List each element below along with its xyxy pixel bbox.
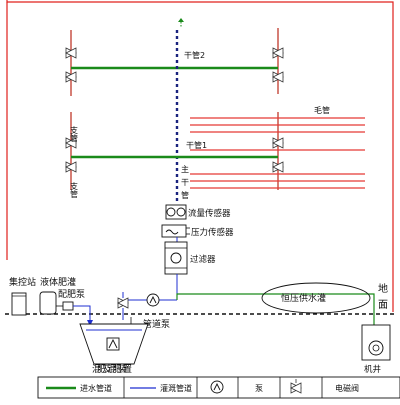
dosing-pump-icon <box>56 301 74 311</box>
legend-label-irrigation: 灌溉管道 <box>160 383 192 393</box>
flow-sensor-label: 流量传感器 <box>188 208 231 219</box>
main-pipe-char-2: 干 <box>181 178 189 187</box>
valve-icon <box>272 137 284 149</box>
filter-icon <box>164 241 188 275</box>
liquid-tank-icon <box>39 291 57 315</box>
trunk1-label: 干管1 <box>186 140 207 150</box>
ground-label-2: 面 <box>378 300 388 311</box>
constant-pressure-tank <box>261 282 371 314</box>
field-boundary <box>6 0 394 312</box>
control-station-label: 集控站 <box>9 276 36 288</box>
filter-label: 过滤器 <box>190 254 216 265</box>
fertilizer-line <box>73 305 91 322</box>
dosing-pump-label: 配肥泵 <box>58 289 85 300</box>
valve-icon <box>65 71 77 83</box>
valve-icon <box>65 137 77 149</box>
legend-label-pump: 泵 <box>255 384 263 393</box>
legend-label-inlet: 进水管道 <box>80 383 112 393</box>
well-icon <box>361 324 391 361</box>
trunk2-label: 干管2 <box>184 50 205 60</box>
pressure-sensor-icon <box>161 224 190 238</box>
main-pipe-char-1: 主 <box>181 164 189 174</box>
control-station-icon <box>11 292 27 316</box>
flow-arrow-icon <box>87 320 93 326</box>
valve-icon <box>65 161 77 173</box>
pump-icon <box>146 293 160 307</box>
liquid-tank-label: 液体肥灌 <box>40 276 76 288</box>
flow-arrow-icon <box>178 18 184 22</box>
valve-icon <box>272 47 284 59</box>
valve-icon <box>65 47 77 59</box>
flow-sensor-icon <box>165 204 187 220</box>
mixing-tank-icon <box>79 323 149 365</box>
branch-label-bottom: 支管 <box>70 181 79 199</box>
valve-symbol-icon <box>290 379 302 394</box>
constant-pressure-label: 恒压供水灌 <box>281 292 326 304</box>
branch-label-top: 支管 <box>70 125 79 143</box>
valve-icon <box>272 71 284 83</box>
inlet-pipe <box>176 293 375 325</box>
main-pipe-char-3: 管 <box>181 190 189 200</box>
mix-device-label: 混肥及混肥装置 <box>92 363 132 375</box>
valve-icon <box>117 297 129 309</box>
pipeline-pump-label: 管道泵 <box>143 318 170 330</box>
valve-icon <box>272 161 284 173</box>
pressure-sensor-label: 压力传感器 <box>191 227 234 238</box>
ground-label-1: 地 <box>378 282 388 295</box>
well-label: 机井 <box>364 364 381 375</box>
pump-symbol-icon <box>210 380 224 394</box>
legend-label-valve: 电磁阀 <box>335 383 359 393</box>
legend: 进水管道 灌溉管道 泵 电磁阀 <box>37 376 400 399</box>
lateral-label: 毛管 <box>314 105 330 115</box>
